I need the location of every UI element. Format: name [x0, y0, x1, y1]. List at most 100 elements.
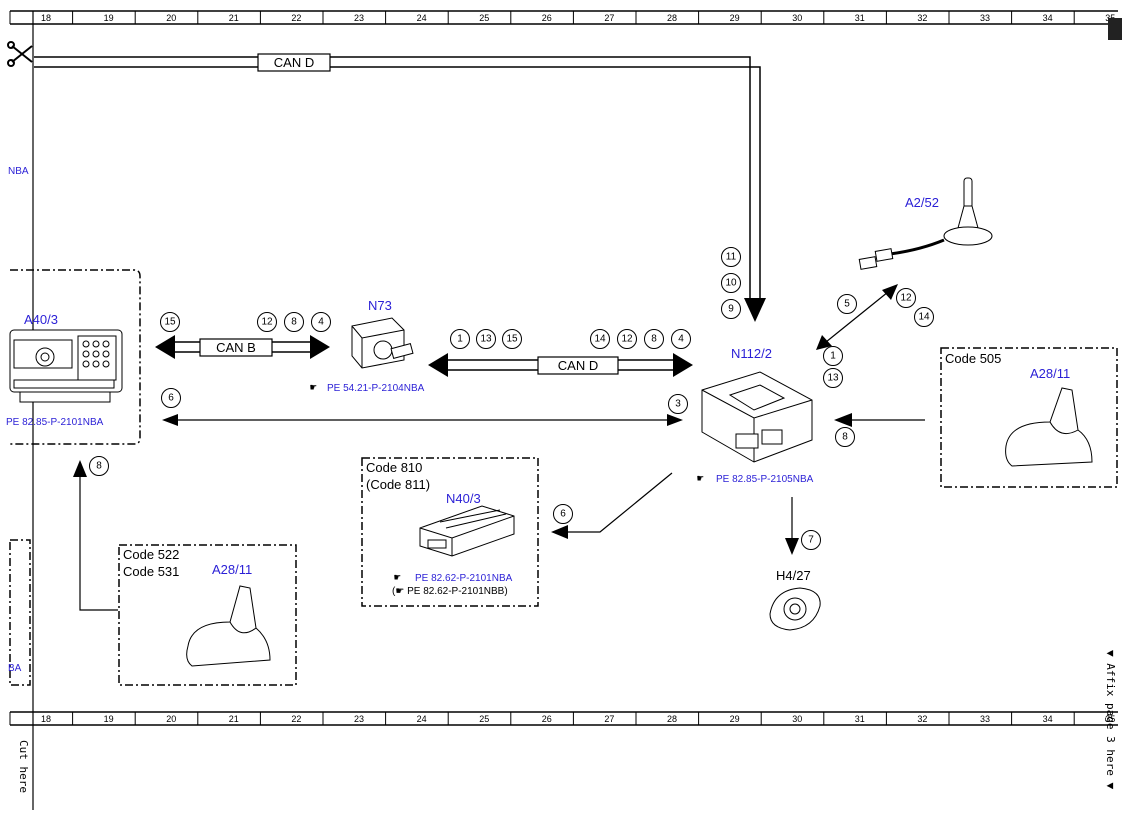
signal-number-circle — [257, 312, 277, 332]
corner-mark-icon — [1108, 18, 1122, 40]
n73-component: N73 ☛ PE 54.21-P-2104NBA — [310, 298, 425, 394]
left-fragment-1: NBA — [8, 166, 29, 177]
signal-number-circle — [801, 530, 821, 550]
signal-number-label: 4 — [678, 334, 684, 345]
signal-number-circle — [160, 312, 180, 332]
can-b-label: CAN B — [216, 340, 256, 355]
can-d-top-bus: CAN D — [34, 53, 766, 322]
speaker-icon — [769, 587, 821, 631]
signal-number-circle — [450, 329, 470, 349]
signal-number-circle — [161, 388, 181, 408]
top-ruler-tick-label: 29 — [730, 13, 740, 23]
bottom-ruler-tick-label: 24 — [417, 714, 427, 724]
top-ruler-tick-label: 33 — [980, 13, 990, 23]
signal-number-circle — [914, 307, 934, 327]
pointing-hand-icon: ☛ — [394, 571, 401, 584]
signal-number-label: 1 — [457, 334, 463, 345]
bottom-ruler-tick-label: 18 — [41, 714, 51, 724]
top-ruler-tick-label: 23 — [354, 13, 364, 23]
signal-number-circle — [644, 329, 664, 349]
bottom-ruler-tick-label: 21 — [229, 714, 239, 724]
signal-number-circle — [668, 394, 688, 414]
bottom-ruler-tick-label: 33 — [980, 714, 990, 724]
signal-number-label: 4 — [318, 317, 324, 328]
n73-ref: PE 54.21-P-2104NBA — [327, 383, 425, 394]
bottom-ruler-tick-label: 20 — [166, 714, 176, 724]
top-ruler-tick-label: 20 — [166, 13, 176, 23]
signal-number-label: 5 — [844, 299, 850, 310]
signal-number-label: 15 — [506, 334, 518, 345]
signal-number-label: 11 — [726, 252, 737, 263]
a40-3-component: A40/3 PE 82.85-P-2101NBA — [6, 269, 141, 445]
wire-7-line — [785, 497, 799, 555]
signal-number-circle — [89, 456, 109, 476]
signal-number-circle — [721, 273, 741, 293]
bottom-ruler-tick-label: 27 — [604, 714, 614, 724]
n112-2-component: N112/2 ☛ PE 82.85-P-2105NBA — [697, 346, 814, 485]
n73-label: N73 — [368, 298, 392, 313]
offpage-box — [9, 539, 31, 686]
bottom-ruler-tick-label: 26 — [542, 714, 552, 724]
top-ruler-tick-label: 22 — [291, 13, 301, 23]
n40-3-code1: Code 810 — [366, 460, 422, 475]
affix-label: ▼ Affix page 3 here ▼ — [1104, 650, 1117, 789]
signal-number-label: 14 — [918, 312, 930, 323]
antenna-icon — [858, 177, 993, 270]
signal-number-circle — [823, 346, 843, 366]
a28-11-left-component: Code 522 Code 531 A28/11 — [118, 544, 297, 686]
signal-number-circle — [311, 312, 331, 332]
signal-number-label: 6 — [168, 393, 174, 404]
a28-right-wire — [834, 413, 925, 427]
signal-number-circle — [837, 294, 857, 314]
a40-3-label: A40/3 — [24, 312, 58, 327]
amplifier-icon — [419, 505, 515, 557]
top-ruler-tick-label: 31 — [855, 13, 865, 23]
signal-number-label: 9 — [728, 304, 734, 315]
n40-3-label: N40/3 — [446, 491, 481, 506]
wire-6b-line — [551, 472, 673, 539]
signal-number-circle — [284, 312, 304, 332]
bottom-ruler-tick-label: 23 — [354, 714, 364, 724]
a2-52-label: A2/52 — [905, 195, 939, 210]
bottom-ruler-tick-label: 19 — [104, 714, 114, 724]
signal-number-label: 6 — [560, 509, 566, 520]
pointing-hand-icon: ☛ — [697, 472, 704, 485]
signal-number-label: 13 — [480, 334, 492, 345]
signal-number-circle — [721, 247, 741, 267]
bottom-ruler-tick-label: 35 — [1105, 714, 1115, 724]
signal-number-label: 8 — [651, 334, 657, 345]
signal-number-label: 7 — [808, 535, 814, 546]
signal-number-circle — [823, 368, 843, 388]
bottom-ruler-tick-label: 25 — [479, 714, 489, 724]
top-ruler-tick-label: 34 — [1043, 13, 1053, 23]
radio-head-unit-icon — [9, 329, 123, 403]
scissors-icon — [7, 41, 33, 67]
a28-11-right-label: A28/11 — [1030, 366, 1070, 381]
signal-number-label: 1 — [830, 351, 836, 362]
top-ruler-tick-label: 24 — [417, 13, 427, 23]
can-d-mid-label: CAN D — [558, 358, 598, 373]
signal-number-circle — [553, 504, 573, 524]
bottom-ruler-tick-label: 31 — [855, 714, 865, 724]
h4-27-label: H4/27 — [776, 568, 811, 583]
n40-3-code2: (Code 811) — [366, 477, 430, 492]
a2-52-component: A2/52 — [858, 177, 993, 270]
shark-fin-antenna-icon — [186, 585, 271, 667]
n40-3-ref1: PE 82.62-P-2101NBA — [415, 573, 513, 584]
h4-27-component: H4/27 — [769, 568, 821, 631]
signal-number-label: 8 — [96, 461, 102, 472]
top-ruler-tick-label: 32 — [917, 13, 927, 23]
top-ruler-tick-label: 18 — [41, 13, 51, 23]
bottom-ruler-tick-label: 32 — [917, 714, 927, 724]
bottom-ruler-tick-label: 30 — [792, 714, 802, 724]
a28-11-right-code: Code 505 — [945, 351, 1001, 366]
a28-11-right-component: Code 505 A28/11 — [940, 347, 1118, 488]
control-unit-icon — [701, 371, 813, 463]
signal-number-label: 13 — [827, 373, 839, 384]
signal-number-circle — [896, 288, 916, 308]
ignition-switch-icon — [351, 317, 414, 369]
a28-11-left-code2: Code 531 — [123, 564, 179, 579]
signal-number-label: 14 — [594, 334, 606, 345]
